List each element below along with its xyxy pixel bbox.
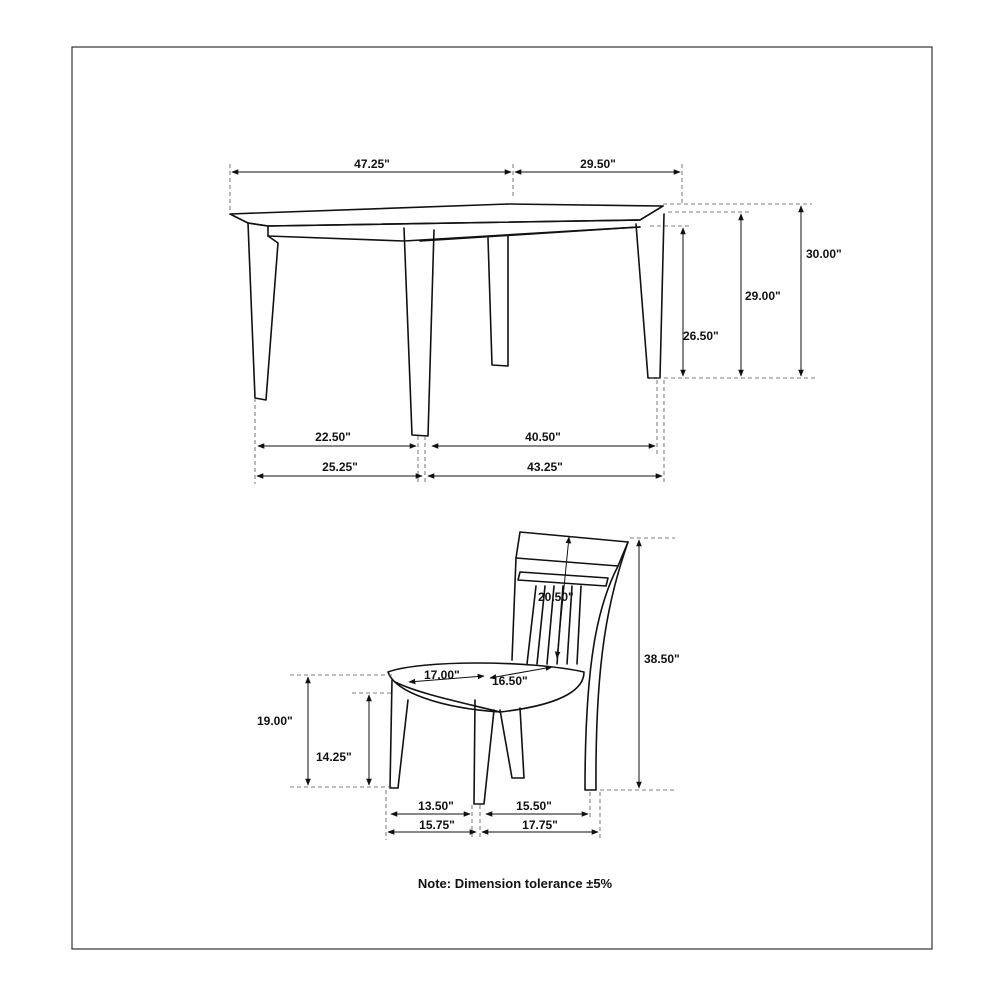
chair-dimension-labels: 20.50" 38.50" 17.00" 16.50" 19.00" 14.25… bbox=[257, 590, 680, 832]
table-leg-front bbox=[403, 227, 435, 437]
chair-overall-height-label: 38.50" bbox=[644, 652, 680, 666]
table-leg-left bbox=[247, 222, 279, 401]
table-length-top-label: 47.25" bbox=[354, 157, 390, 171]
table-front-inner-label: 40.50" bbox=[525, 430, 561, 444]
chair-seat-width-label: 17.00" bbox=[424, 668, 460, 682]
table-leg-right bbox=[635, 213, 665, 379]
chair-stretcher-height-label: 14.25" bbox=[316, 750, 352, 764]
chair-back-height-label: 20.50" bbox=[538, 590, 574, 604]
table-top-edge bbox=[247, 205, 664, 227]
table-height-apron-top-label: 29.00" bbox=[745, 289, 781, 303]
chair-lower-back-rail bbox=[517, 571, 609, 587]
table-height-overall-label: 30.00" bbox=[806, 247, 842, 261]
tolerance-note: Note: Dimension tolerance ±5% bbox=[418, 876, 613, 891]
chair-seat-height-label: 19.00" bbox=[257, 714, 293, 728]
chair-back-rail bbox=[515, 531, 629, 567]
chair-leg-front-left bbox=[389, 679, 409, 789]
table-side-inner-label: 22.50" bbox=[315, 430, 351, 444]
table-dimension-lines bbox=[229, 164, 815, 484]
table-height-apron-bottom-label: 26.50" bbox=[683, 329, 719, 343]
chair-dimension-lines bbox=[290, 536, 675, 840]
table-apron-back bbox=[419, 226, 641, 242]
chair-side-outer-label: 15.75" bbox=[419, 818, 455, 832]
chair-back-post-right bbox=[584, 541, 629, 791]
chair-seat-edge bbox=[394, 681, 501, 713]
chair-front-outer-label: 17.75" bbox=[522, 818, 558, 832]
chair-side-inner-label: 13.50" bbox=[418, 799, 454, 813]
drawing-frame bbox=[71, 46, 933, 950]
table-dimension-labels: 47.25" 29.50" 30.00" 29.00" 26.50" 22.50… bbox=[315, 157, 842, 474]
table-width-top-label: 29.50" bbox=[580, 157, 616, 171]
chair-seat-depth-label: 16.50" bbox=[492, 674, 528, 688]
chair-front-inner-label: 15.50" bbox=[516, 799, 552, 813]
chair-leg-front-right bbox=[473, 699, 495, 805]
chair-leg-back bbox=[499, 707, 525, 779]
chair-back-post-left bbox=[511, 557, 517, 661]
table-leg-back bbox=[487, 235, 509, 367]
chair-seat bbox=[387, 662, 585, 713]
table-side-outer-label: 25.25" bbox=[322, 460, 358, 474]
table-front-outer-label: 43.25" bbox=[527, 460, 563, 474]
table-illustration bbox=[229, 203, 665, 437]
